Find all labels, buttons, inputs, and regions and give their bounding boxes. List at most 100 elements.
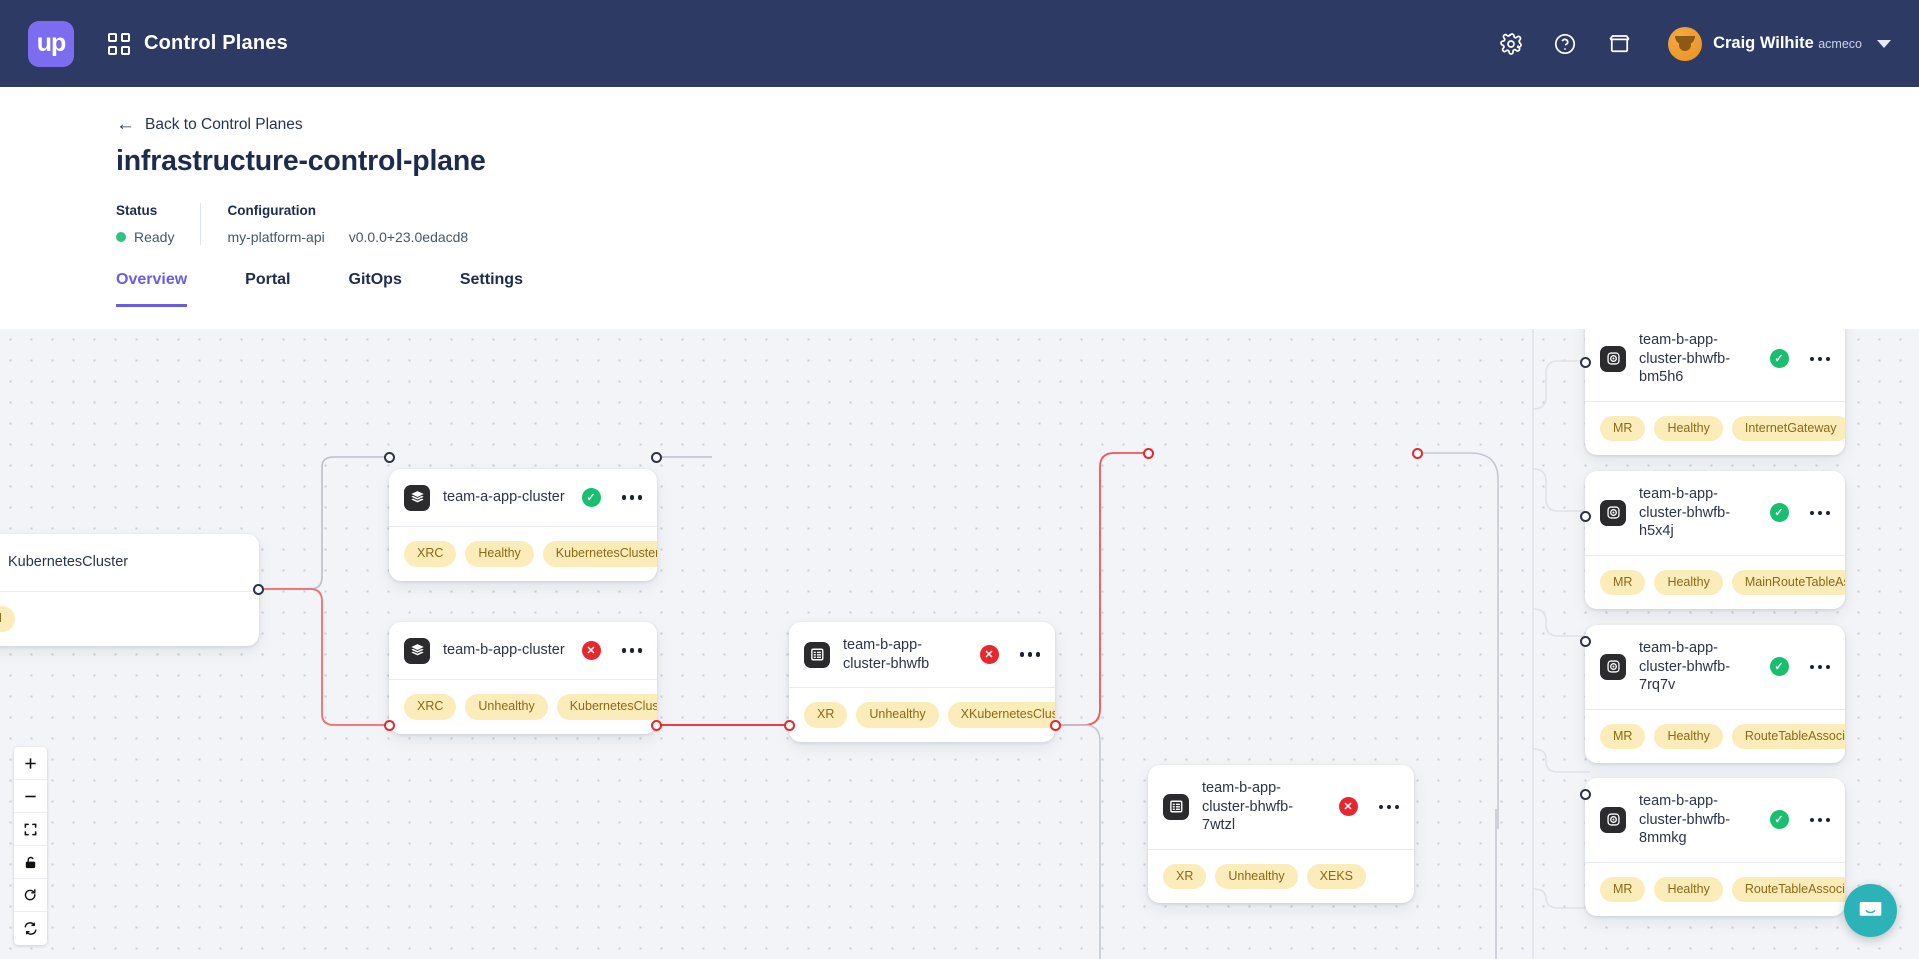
port-bhwfb-left[interactable] — [784, 720, 795, 731]
node-menu-button[interactable] — [614, 495, 642, 500]
port-8mmkg-left[interactable] — [1580, 789, 1591, 800]
configuration-label: Configuration — [227, 203, 316, 218]
graph-node-team-b-app-cluster[interactable]: team-b-app-cluster ✕ XRC Unhealthy Kuber… — [389, 622, 657, 734]
zoom-in-button[interactable] — [14, 747, 47, 780]
chip-type: XKubernetesCluster — [947, 702, 1055, 728]
tab-gitops[interactable]: GitOps — [348, 271, 402, 288]
tab-settings[interactable]: Settings — [459, 271, 523, 288]
port-bm5h6-left[interactable] — [1580, 357, 1591, 368]
port-bhwfb-right[interactable] — [1050, 720, 1061, 731]
node-menu-button[interactable] — [1012, 652, 1040, 657]
node-title: team-b-app-cluster-bhwfb — [843, 637, 930, 672]
managed-resource-icon — [1600, 653, 1626, 680]
status-unhealthy-icon: ✕ — [1338, 797, 1358, 817]
node-header: K KubernetesCluster — [0, 534, 259, 591]
graph-node-team-b-app-cluster-bhwfb-bm5h6[interactable]: team-b-app-cluster-bhwfb-bm5h6 ✓ MR Heal… — [1585, 329, 1845, 456]
node-menu-button[interactable] — [1802, 510, 1830, 516]
node-menu-button[interactable] — [1802, 356, 1830, 362]
node-title: KubernetesCluster — [8, 554, 129, 571]
chip-health: Unhealthy — [465, 694, 548, 720]
node-title: team-b-app-cluster-bhwfb-7rq7v — [1639, 640, 1731, 694]
chip-kind: XR — [804, 702, 848, 728]
logo-text: up — [36, 29, 67, 57]
graph-node-kubernetescluster[interactable]: K KubernetesCluster API — [0, 534, 259, 646]
status-unhealthy-icon: ✕ — [979, 645, 999, 665]
chat-launcher[interactable] — [1844, 884, 1897, 937]
node-chips: MR Healthy RouteTableAssociation — [1585, 708, 1845, 764]
upbound-logo[interactable]: up — [28, 20, 74, 67]
node-chips: XRC Unhealthy KubernetesCluster — [389, 679, 657, 734]
configuration-block: Configuration my-platform-api v0.0.0+23.… — [200, 203, 494, 245]
port-team-a-left[interactable] — [384, 452, 395, 463]
sync-button[interactable] — [14, 912, 47, 945]
gear-icon[interactable] — [1498, 31, 1524, 57]
graph-node-team-a-app-cluster[interactable]: team-a-app-cluster ✓ XRC Healthy Kuberne… — [389, 469, 657, 581]
node-chips: MR Healthy MainRouteTableAssociation — [1585, 554, 1845, 610]
chip-type: RouteTableAssociation — [1731, 876, 1845, 903]
graph-node-team-b-app-cluster-bhwfb-7rq7v[interactable]: team-b-app-cluster-bhwfb-7rq7v ✓ MR Heal… — [1585, 625, 1845, 764]
help-circle-icon[interactable] — [1552, 31, 1578, 57]
chevron-down-icon — [1877, 39, 1891, 48]
chip-health: Healthy — [1654, 569, 1723, 596]
port-team-b-right[interactable] — [651, 720, 662, 731]
chip-kind: XRC — [404, 541, 457, 567]
graph-node-team-b-app-cluster-bhwfb-8mmkg[interactable]: team-b-app-cluster-bhwfb-8mmkg ✓ MR Heal… — [1585, 778, 1845, 917]
port-team-a-right[interactable] — [651, 452, 662, 463]
node-header: team-b-app-cluster-bhwfb ✕ — [789, 622, 1055, 687]
fit-view-button[interactable] — [14, 813, 47, 846]
marketplace-icon[interactable] — [1606, 31, 1632, 57]
chip-health: Healthy — [1654, 415, 1723, 442]
graph-node-team-b-app-cluster-bhwfb[interactable]: team-b-app-cluster-bhwfb ✕ XR Unhealthy … — [789, 622, 1055, 742]
status-badge: Ready — [116, 229, 174, 245]
user-menu[interactable]: Craig Wilhite acmeco — [1668, 26, 1891, 61]
chip-type: MainRouteTableAssociation — [1731, 569, 1845, 596]
user-org: acmeco — [1818, 36, 1862, 51]
resource-graph-canvas[interactable]: K KubernetesCluster API team-a-app-clust… — [0, 329, 1919, 959]
chip-type: KubernetesCluster — [542, 541, 657, 567]
nav-control-planes[interactable]: Control Planes — [108, 32, 288, 55]
layers-icon — [404, 637, 430, 664]
lock-button[interactable] — [14, 846, 47, 879]
node-header: team-b-app-cluster ✕ — [389, 622, 657, 679]
graph-node-team-b-app-cluster-bhwfb-h5x4j[interactable]: team-b-app-cluster-bhwfb-h5x4j ✓ MR Heal… — [1585, 471, 1845, 610]
node-menu-button[interactable] — [1371, 804, 1399, 810]
node-menu-button[interactable] — [1802, 817, 1830, 823]
managed-resource-icon — [1600, 345, 1626, 372]
reset-button[interactable] — [14, 879, 47, 912]
tab-overview[interactable]: Overview — [116, 271, 188, 307]
chip-type: InternetGateway — [1731, 415, 1845, 442]
port-7rq7v-left[interactable] — [1580, 636, 1591, 647]
status-healthy-icon: ✓ — [1769, 810, 1789, 830]
node-menu-button[interactable] — [614, 648, 642, 653]
status-healthy-icon: ✓ — [1769, 349, 1789, 369]
port-team-b-left[interactable] — [384, 720, 395, 731]
configuration-name: my-platform-api — [227, 229, 325, 245]
managed-resource-icon — [1600, 806, 1626, 833]
zoom-out-button[interactable] — [14, 780, 47, 813]
node-chips: API — [0, 591, 259, 646]
avatar — [1668, 26, 1703, 61]
node-menu-button[interactable] — [1802, 664, 1830, 670]
arrow-left-icon: ← — [116, 114, 135, 135]
port-7wtzl-left[interactable] — [1143, 448, 1154, 459]
configuration-version: v0.0.0+23.0edacd8 — [348, 229, 469, 245]
status-value: Ready — [134, 229, 175, 245]
nav-title: Control Planes — [144, 32, 288, 54]
node-header: team-b-app-cluster-bhwfb-7rq7v ✓ — [1585, 625, 1845, 709]
back-to-control-planes-link[interactable]: ← Back to Control Planes — [116, 115, 303, 134]
tab-portal[interactable]: Portal — [245, 271, 291, 288]
chip-kind: XRC — [404, 694, 457, 720]
port-h5x4j-left[interactable] — [1580, 511, 1591, 522]
node-title: team-a-app-cluster — [443, 489, 565, 506]
chip-health: Healthy — [1654, 723, 1723, 750]
graph-edges — [258, 329, 1590, 959]
chip-kind: XR — [1163, 863, 1207, 890]
status-healthy-icon: ✓ — [581, 488, 601, 507]
layers-icon — [404, 484, 430, 511]
node-title: team-b-app-cluster — [443, 642, 565, 659]
port-7wtzl-right[interactable] — [1412, 448, 1423, 459]
port-kubernetescluster-right[interactable] — [253, 584, 264, 595]
node-chips: MR Healthy InternetGateway — [1585, 400, 1845, 456]
graph-node-team-b-app-cluster-bhwfb-7wtzl[interactable]: team-b-app-cluster-bhwfb-7wtzl ✕ XR Unhe… — [1148, 765, 1414, 904]
node-header: team-b-app-cluster-bhwfb-h5x4j ✓ — [1585, 471, 1845, 555]
